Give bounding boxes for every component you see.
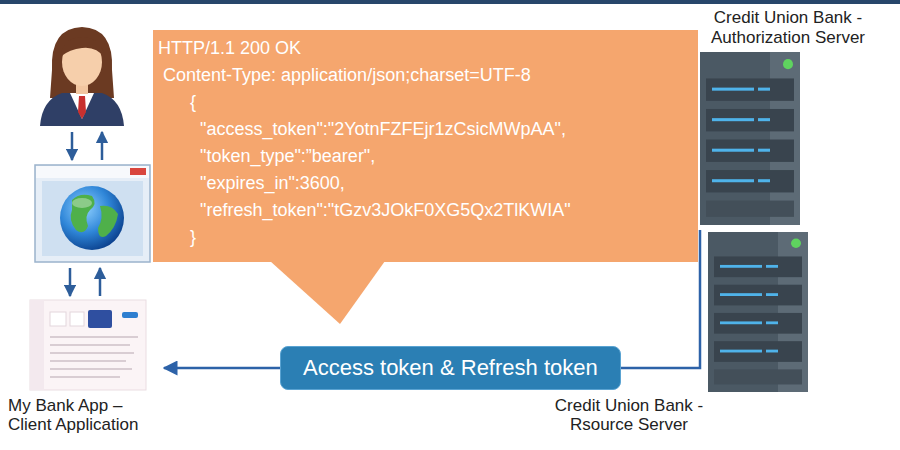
response-line: "access_token":"2YotnFZFEjr1zCsicMWpAA", (200, 116, 566, 143)
app-row (50, 376, 120, 378)
resource-server: Credit Union Bank - Rsource Server (526, 396, 732, 434)
response-line: "expires_in":3600, (200, 170, 345, 197)
app-card (70, 312, 84, 326)
browser-close-button (130, 168, 146, 175)
app-row (50, 368, 132, 370)
response-line: } (190, 224, 196, 251)
app-row (50, 336, 138, 338)
app-row (50, 344, 130, 346)
flow-arrow (71, 132, 74, 160)
response-line: "refresh_token":"tGzv3JOkF0XG5Qx2TlKWIA" (200, 197, 571, 224)
flow-arrow (101, 132, 104, 160)
server-icon (700, 52, 800, 225)
response-line: "token_type":”bearer", (200, 143, 375, 170)
app-row (50, 352, 134, 354)
browser-icon (35, 165, 150, 262)
user-icon (40, 27, 124, 126)
app-button (122, 312, 138, 318)
app-card (50, 312, 66, 326)
globe-continent (71, 195, 95, 233)
user-hair (50, 27, 114, 98)
user-suit (40, 93, 124, 126)
token-label: Access token & Refresh token (280, 346, 621, 390)
flow-arrow (99, 268, 102, 296)
authorization-server: Credit Union Bank - Authorization Server (685, 6, 891, 230)
browser-frame (35, 165, 150, 262)
node-label: My Bank App – Client Application (8, 396, 164, 434)
app-sidebar (30, 300, 44, 390)
node-label: Credit Union Bank - Authorization Server (685, 8, 891, 48)
client-application: My Bank App – Client Application (8, 300, 164, 434)
user-fringe (60, 37, 105, 58)
flow-arrow (69, 268, 72, 296)
response-callout: HTTP/1.1 200 OKContent-Type: application… (153, 30, 698, 262)
app-screenshot (30, 300, 146, 390)
globe (60, 186, 124, 250)
globe-highlight (72, 198, 92, 208)
app-background (30, 300, 146, 390)
callout-pointer (270, 261, 385, 324)
top-banner-strip (0, 0, 900, 4)
user-shirt (70, 93, 94, 119)
server-icon (708, 232, 808, 392)
browser-content (42, 181, 143, 256)
response-line: { (190, 89, 196, 116)
user-tie (78, 96, 86, 119)
node-label: Credit Union Bank - Rsource Server (526, 396, 732, 434)
browser-title-bar (36, 166, 149, 178)
response-line: Content-Type: application/json;charset=U… (163, 62, 531, 89)
globe-continent (98, 206, 118, 237)
response-line: HTTP/1.1 200 OK (158, 35, 301, 62)
app-row (50, 360, 126, 362)
callout-pointer-shape (270, 261, 385, 324)
app-card (88, 310, 112, 328)
